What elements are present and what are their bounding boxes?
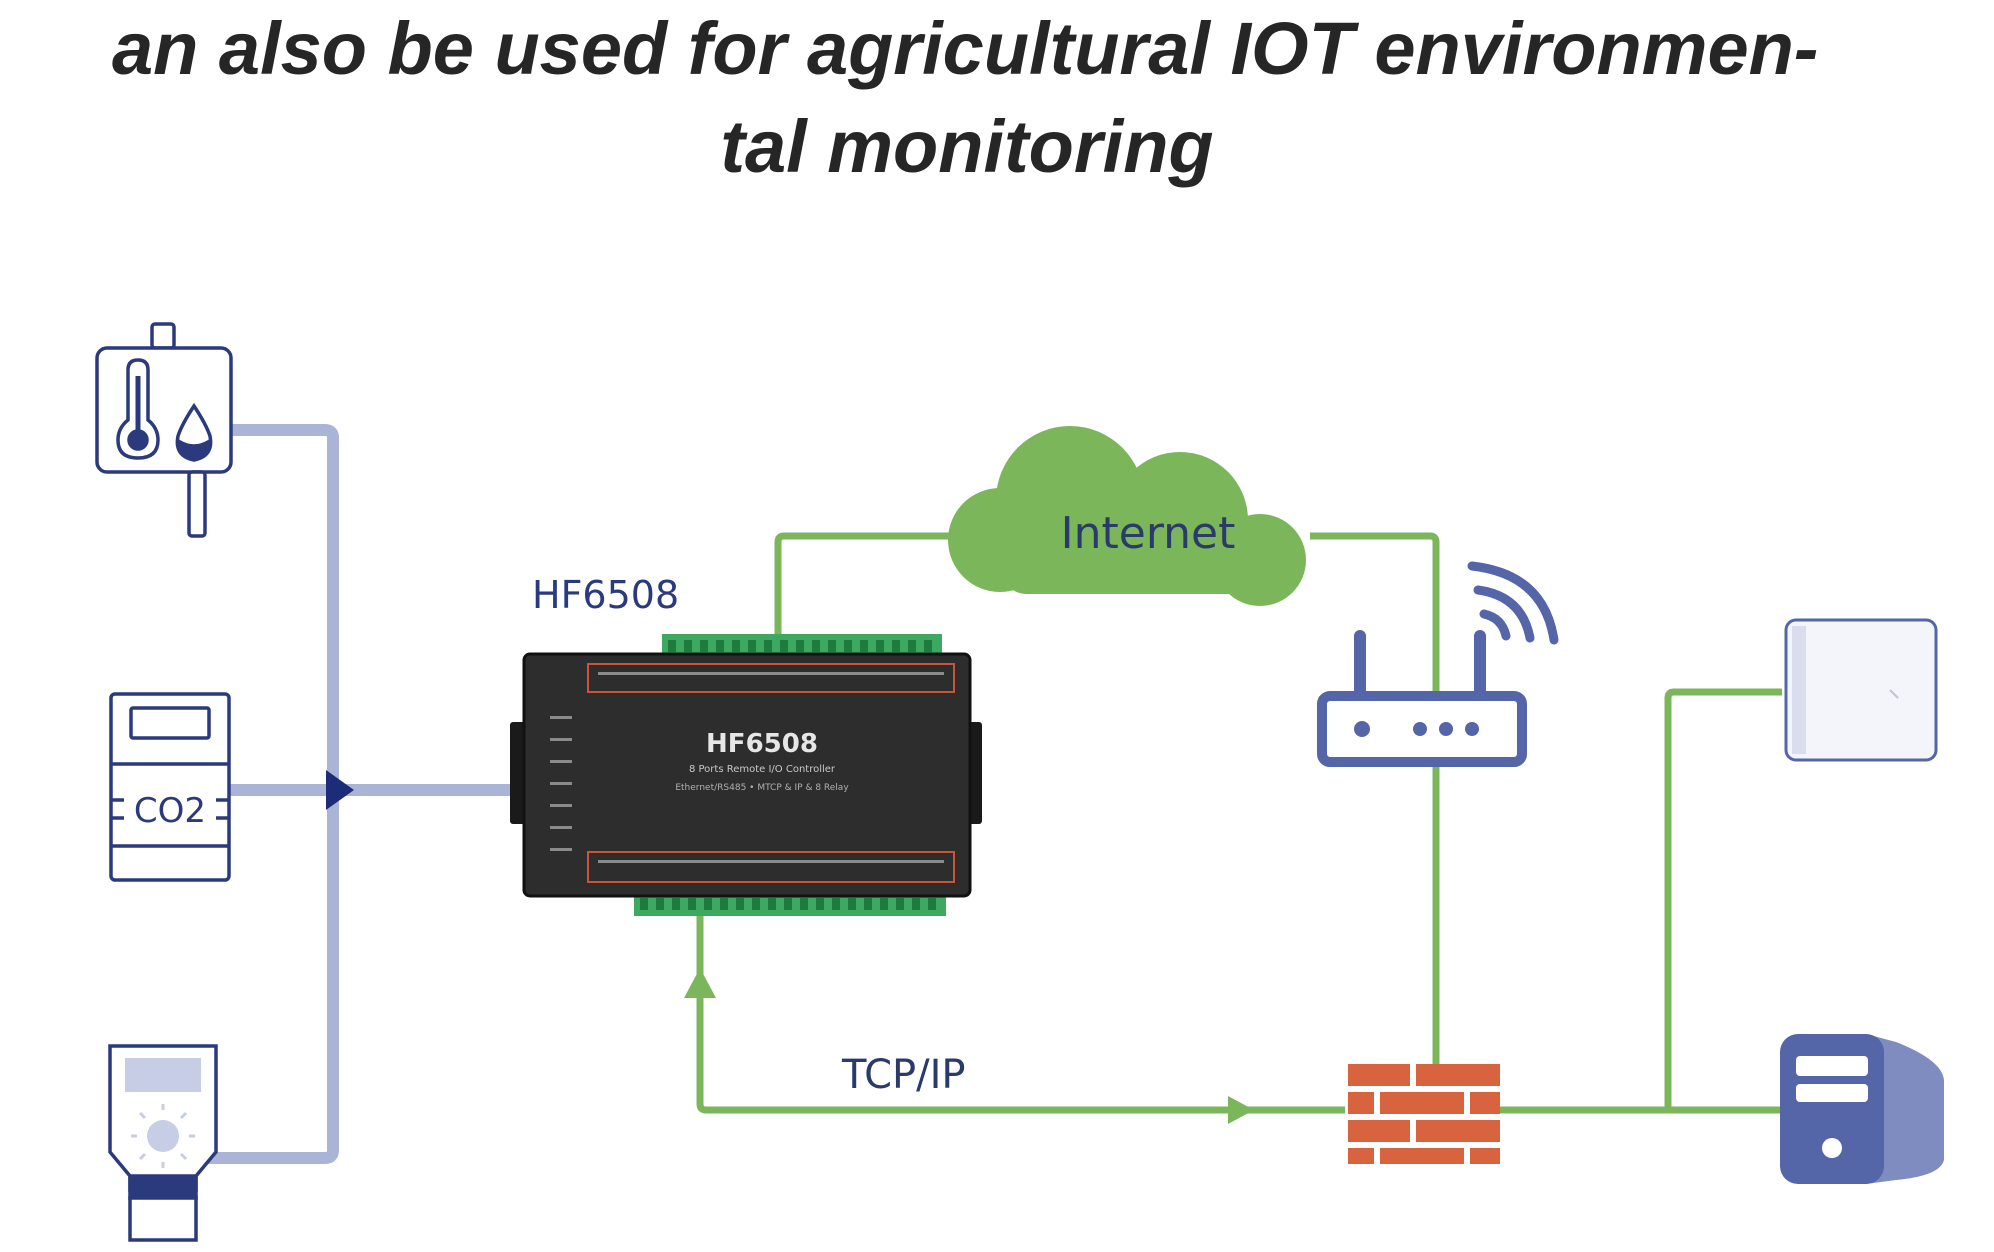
- thermo-hygrometer-icon: [97, 324, 231, 536]
- firewall-icon: [1348, 1064, 1500, 1164]
- device-face-subtitle: 8 Ports Remote I/O Controller: [689, 764, 836, 775]
- tcp-arrow-icon: [1228, 1096, 1254, 1124]
- upload-arrow-icon: [684, 968, 716, 998]
- bus-arrow-icon: [326, 770, 354, 810]
- device-model-label: HF6508: [532, 573, 679, 617]
- computer-icon: [1780, 1034, 1944, 1184]
- co2-label: CO2: [134, 791, 206, 831]
- cloud-label: Internet: [1061, 508, 1236, 559]
- sensor-bus: [208, 430, 520, 1158]
- light-sensor-icon: [110, 1046, 216, 1240]
- monitor-panel-icon: [1786, 620, 1936, 760]
- wifi-signal-icon: [1472, 566, 1554, 640]
- protocol-label: TCP/IP: [841, 1052, 966, 1098]
- hf6508-device: [510, 634, 982, 916]
- device-face-spec: Ethernet/RS485 • MTCP & IP & 8 Relay: [675, 783, 849, 793]
- device-face-model: HF6508: [706, 729, 818, 759]
- co2-sensor-icon: [111, 694, 229, 880]
- router-icon: [1322, 630, 1522, 762]
